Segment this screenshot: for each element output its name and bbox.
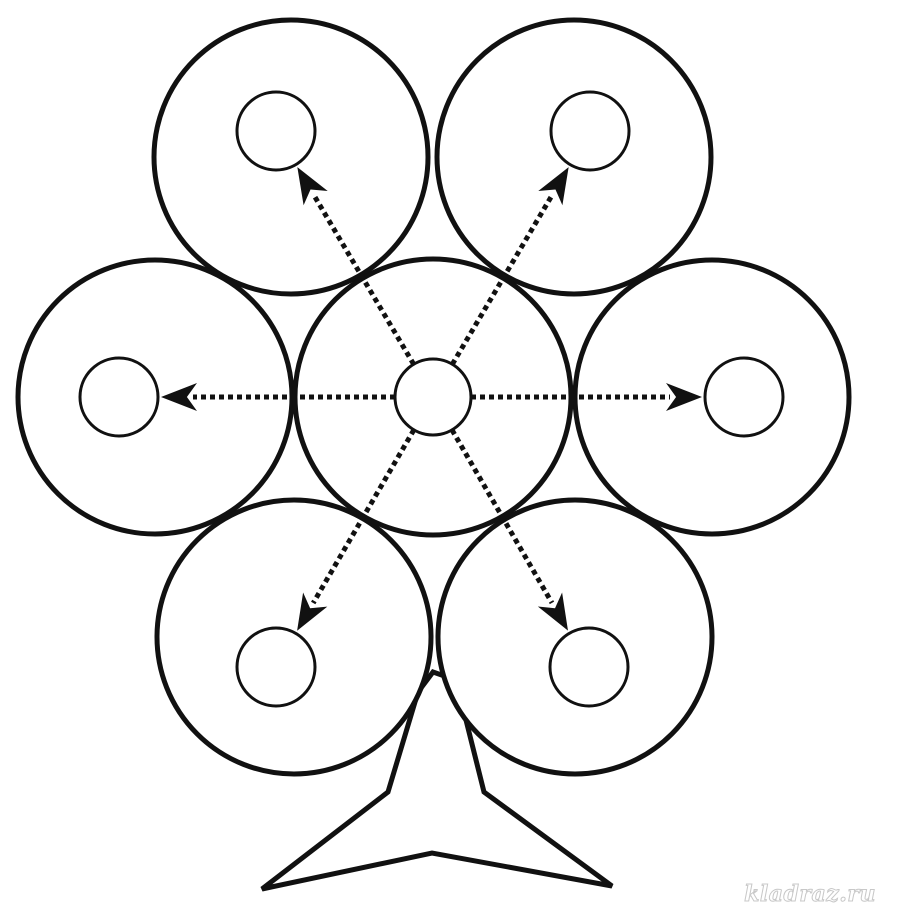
arrowhead-bottom-right [537, 592, 568, 631]
top-right-ball-inner-circle [549, 90, 631, 172]
arrowhead-top-left [297, 167, 328, 206]
arrow-line-bottom-right [449, 428, 555, 605]
bottom-left-ball-inner-circle [235, 626, 317, 708]
arrowhead-top-right [538, 167, 569, 206]
center-ball-inner-circle [393, 357, 473, 437]
arrow-line-top-right [450, 193, 555, 366]
arrow-line-bottom-left [311, 428, 417, 605]
arrowhead-bottom-left [297, 592, 328, 631]
arrow-line-top-left [311, 193, 416, 366]
watermark-text: kladraz.ru [744, 881, 876, 908]
left-ball-inner-circle [78, 356, 160, 438]
right-ball-inner-circle [703, 356, 785, 438]
bottom-right-ball-inner-circle [548, 626, 630, 708]
top-left-ball-inner-circle [235, 90, 317, 172]
arrowhead-right [666, 383, 702, 411]
arrowhead-left [161, 383, 197, 411]
